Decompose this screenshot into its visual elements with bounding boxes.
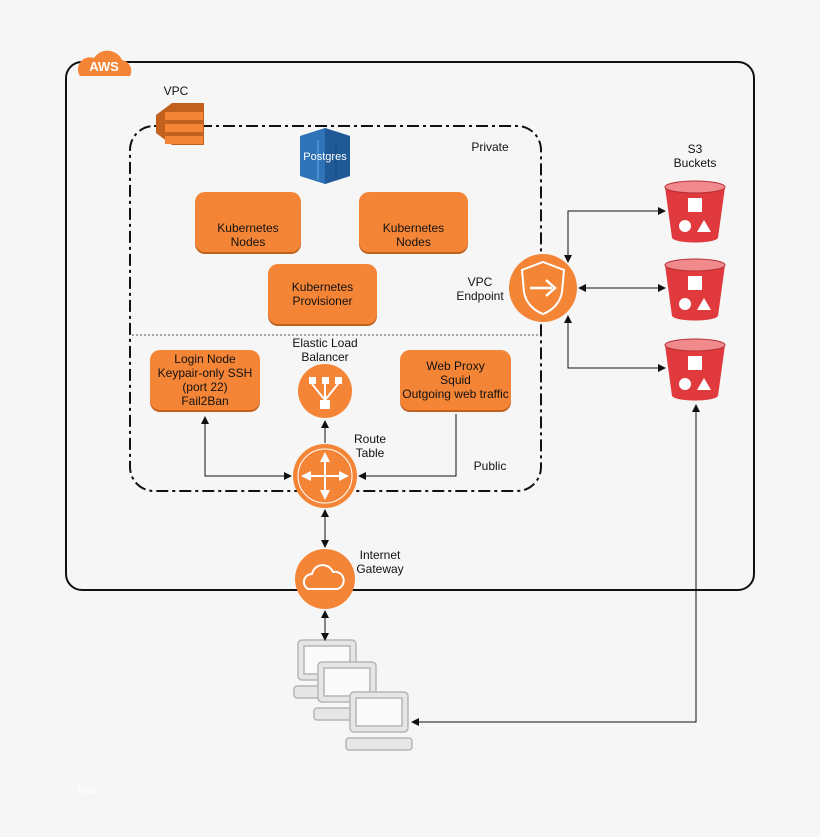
public-subnet-label: Public: [473, 459, 507, 473]
vpc-endpoint-label: VPC Endpoint: [456, 275, 504, 303]
vpc-endpoint-icon: [509, 254, 577, 322]
private-subnet-label: Private: [471, 140, 509, 154]
footer-text: Text: [76, 785, 97, 797]
client-computers-icon: [293, 639, 413, 751]
connectors: [201, 207, 700, 726]
route-table-icon: [293, 444, 357, 508]
login-to-route-connector: [201, 416, 292, 480]
endpoint-to-s3-1-connector: [564, 207, 666, 263]
vpc-label: VPC: [163, 84, 189, 98]
internet-gateway-icon: [295, 549, 355, 609]
elastic-load-balancer-icon: [298, 364, 352, 418]
s3-to-clients-connector: [411, 404, 700, 726]
login-node-box: Login Node Keypair-only SSH (port 22) Fa…: [150, 350, 260, 410]
vpc-icon: [156, 103, 204, 145]
route-table-label: Route Table: [353, 432, 387, 460]
s3-bucket-icon-1: [664, 180, 726, 243]
internet-gateway-label: Internet Gateway: [356, 548, 404, 576]
elastic-load-balancer-label: Elastic Load Balancer: [292, 336, 358, 364]
kubernetes-nodes-label-2: Kubernetes Nodes: [382, 221, 445, 249]
web-proxy-box: Web Proxy Squid Outgoing web traffic: [400, 350, 511, 410]
s3-buckets-label: S3 Buckets: [673, 142, 717, 170]
postgres-label: Postgres: [303, 151, 347, 163]
aws-badge-text: AWS: [89, 59, 119, 74]
kubernetes-nodes-box-2: Kubernetes Nodes: [359, 192, 468, 252]
aws-cloud-container: [65, 61, 755, 591]
kubernetes-nodes-box-1: Kubernetes Nodes: [195, 192, 301, 252]
kubernetes-provisioner-box: Kubernetes Provisioner: [268, 264, 377, 324]
s3-bucket-icon-2: [664, 258, 726, 321]
kubernetes-nodes-label-1: Kubernetes Nodes: [217, 221, 279, 249]
postgres-icon: [300, 128, 350, 184]
kubernetes-provisioner-label: Kubernetes Provisioner: [291, 280, 354, 308]
login-node-label: Login Node Keypair-only SSH (port 22) Fa…: [157, 352, 253, 408]
endpoint-to-s3-3-connector: [564, 315, 666, 372]
aws-cloud-icon: [77, 50, 132, 76]
s3-bucket-icon-3: [664, 338, 726, 401]
web-proxy-label: Web Proxy Squid Outgoing web traffic: [402, 359, 509, 401]
